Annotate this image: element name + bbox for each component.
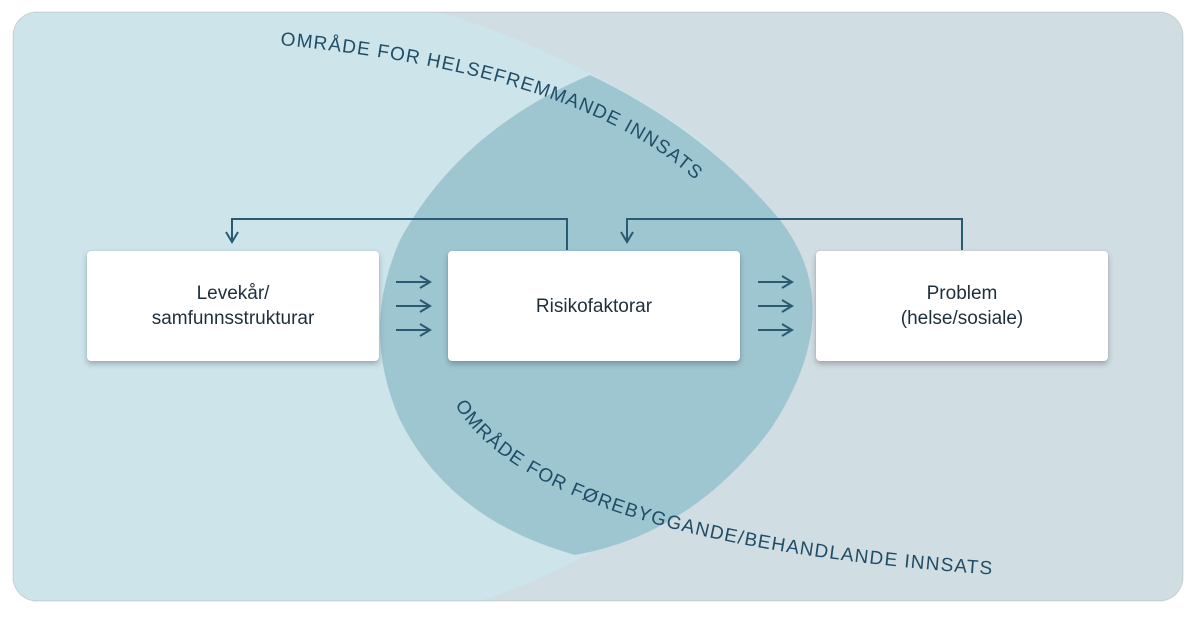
feedback-arrow-risk-to-levekar [225,218,568,250]
feedback-arrow-problem-to-risk [620,218,963,250]
frame-border [12,11,1184,602]
box-risikofaktorar: Risikofaktorar [448,251,740,361]
flow-arrows-1-to-2 [396,275,432,337]
box-risikofaktorar-label: Risikofaktorar [535,295,653,317]
box-levekar-label: Levekår/ samfunnsstrukturar [151,283,315,329]
box-levekar: Levekår/ samfunnsstrukturar [87,251,379,361]
box-problem: Problem (helse/sosiale) [816,251,1108,361]
flow-arrows-2-to-3 [758,275,794,337]
box-problem-label: Problem (helse/sosiale) [900,283,1024,329]
